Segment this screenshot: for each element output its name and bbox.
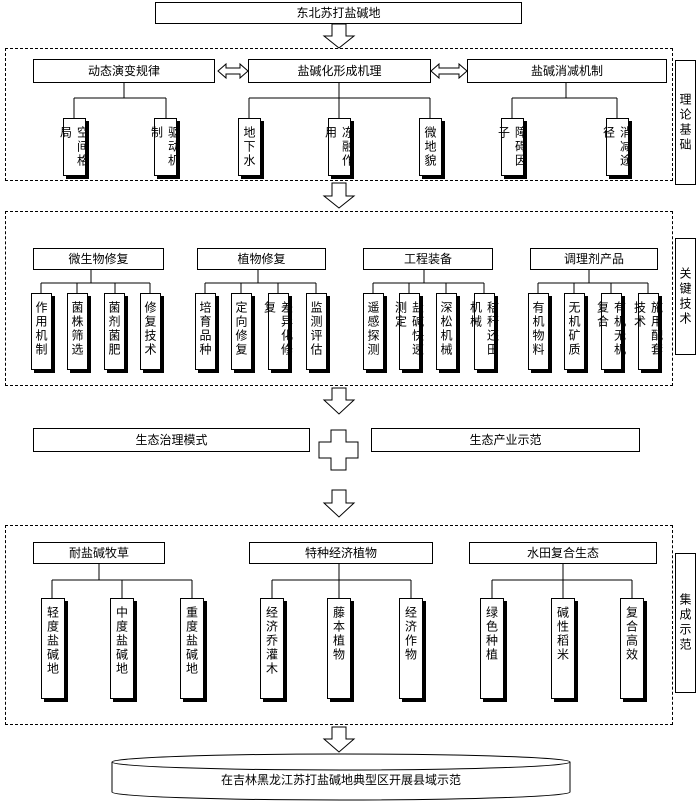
demo-section [5, 525, 673, 725]
tech-leaf: 秸秆还田机械 [469, 293, 500, 370]
tech-leaf: 修复技术 [140, 293, 161, 370]
tech-leaf: 无机矿质 [564, 293, 585, 370]
demo-group-2: 水田复合生态 [469, 542, 657, 564]
down-arrow-2 [322, 182, 356, 209]
tech-leaf: 培育品种 [195, 293, 216, 370]
eco-governance-mode: 生态治理模式 [33, 428, 310, 452]
tech-leaf: 遥感探测 [363, 293, 384, 370]
demo-leaf: 绿色种植 [480, 598, 504, 699]
theory-leaf: 地下水 [238, 118, 261, 176]
demo-leaf: 藤本植物 [327, 598, 351, 699]
tech-leaf: 盐碱快速测定 [394, 293, 425, 370]
tech-leaf: 有机物料 [528, 293, 549, 370]
demo-leaf: 经济作物 [399, 598, 423, 699]
tech-leaf: 有机无机复合 [596, 293, 627, 370]
tech-group-3: 调理剂产品 [530, 248, 658, 270]
tech-leaf: 菌剂菌肥 [104, 293, 125, 370]
demo-section-label: 集成示范 [675, 553, 696, 693]
theory-leaf: 空间格局 [59, 118, 90, 176]
tech-leaf: 定向修复 [231, 293, 252, 370]
tech-leaf: 作用机制 [31, 293, 52, 370]
theory-leaf: 消减途径 [602, 118, 633, 176]
tech-leaf: 差异化修复 [263, 293, 294, 370]
demo-group-0: 耐盐碱牧草 [33, 542, 165, 564]
demo-leaf: 轻度盐碱地 [41, 598, 65, 699]
down-arrow-3 [322, 387, 356, 415]
theory-section [5, 48, 673, 181]
county-demo-cylinder [111, 753, 571, 801]
down-arrow-4 [322, 489, 356, 518]
tech-leaf: 菌株筛选 [67, 293, 88, 370]
county-demo-label: 在吉林黑龙江苏打盐碱地典型区开展县域示范 [220, 772, 461, 787]
down-arrow-5 [322, 726, 356, 753]
tech-leaf: 深松机械 [436, 293, 457, 370]
tech-section-label: 关键技术 [675, 238, 696, 355]
demo-group-1: 特种经济植物 [249, 542, 433, 564]
tech-group-1: 植物修复 [197, 248, 326, 270]
tech-group-0: 微生物修复 [33, 248, 164, 270]
theory-leaf: 微地貌 [419, 118, 442, 176]
tech-leaf: 施用配套技术 [633, 293, 664, 370]
theory-group-1: 盐碱化形成机理 [248, 59, 431, 83]
eco-industry-demo: 生态产业示范 [371, 428, 640, 452]
demo-leaf: 复合高效 [620, 598, 644, 699]
plus-icon [318, 429, 359, 471]
theory-section-label: 理论基础 [675, 60, 696, 185]
down-arrow-1 [322, 23, 356, 49]
theory-leaf: 驱动机制 [150, 118, 181, 176]
demo-leaf: 中度盐碱地 [110, 598, 134, 699]
tech-leaf: 监测评估 [306, 293, 327, 370]
tech-section [5, 211, 673, 386]
theory-group-0: 动态演变规律 [33, 59, 215, 83]
demo-leaf: 重度盐碱地 [180, 598, 204, 699]
theory-leaf: 障碍因子 [497, 118, 528, 176]
page-title: 东北苏打盐碱地 [155, 2, 522, 24]
theory-leaf: 冻融作用 [324, 118, 355, 176]
demo-leaf: 经济乔灌木 [260, 598, 284, 699]
theory-group-2: 盐碱消减机制 [467, 59, 667, 83]
demo-leaf: 碱性稻米 [551, 598, 575, 699]
tech-group-2: 工程装备 [363, 248, 493, 270]
